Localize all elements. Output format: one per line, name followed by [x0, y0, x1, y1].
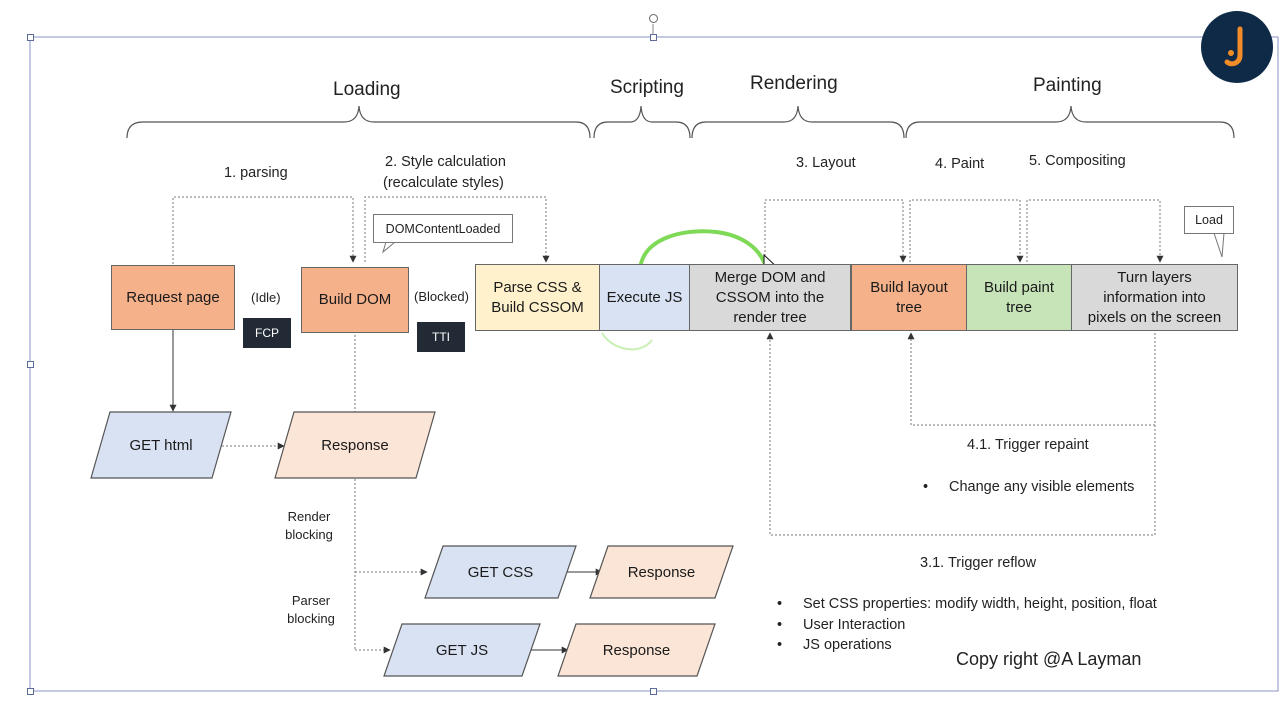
selection-handle-bl[interactable]	[27, 688, 34, 695]
repaint-loop	[907, 332, 1156, 426]
tti-tag: TTI	[417, 322, 465, 352]
parse-css-line-1: Parse CSS &	[493, 278, 582, 296]
turn-layers-box: Turn layers information into pixels on t…	[1071, 264, 1238, 331]
response-css-label: Response	[627, 563, 696, 581]
reflow-loop	[766, 332, 1156, 536]
repaint-bullets: Change any visible elements	[923, 477, 1134, 498]
build-paint-tree-box: Build paint tree	[966, 264, 1072, 331]
merge-line-1: Merge DOM and	[714, 268, 826, 286]
get-css-shape	[424, 545, 577, 599]
brace-scripting	[593, 105, 691, 139]
rotation-handle[interactable]	[649, 14, 658, 23]
get-html-shape	[90, 411, 232, 479]
fcp-tag: FCP	[243, 318, 291, 348]
load-tail	[1213, 232, 1225, 258]
parser-blocking-line-1: Parser	[291, 593, 331, 608]
get-css-label: GET CSS	[467, 563, 534, 581]
step-connectors	[172, 196, 1164, 654]
response-html-shape	[274, 411, 436, 479]
request-page-box: Request page	[111, 265, 235, 330]
reflow-bullet: JS operations	[777, 635, 1157, 656]
phase-loading: Loading	[333, 79, 401, 100]
merge-dom-box: Merge DOM and CSSOM into the render tree	[689, 264, 851, 331]
get-js-label: GET JS	[435, 641, 489, 659]
get-js-shape	[383, 623, 541, 677]
render-blocking-label: Render blocking	[278, 508, 340, 544]
load-callout: Load	[1184, 206, 1234, 234]
response-css-shape	[589, 545, 734, 599]
brace-loading	[126, 105, 591, 139]
phase-braces	[126, 105, 1235, 139]
layout-tree-line-1: Build layout	[870, 278, 948, 296]
build-layout-tree-box: Build layout tree	[851, 264, 967, 331]
render-blocking-line-2: blocking	[285, 527, 333, 542]
brand-logo-icon[interactable]	[1201, 11, 1273, 83]
parse-css-line-2: Build CSSOM	[491, 298, 584, 316]
paint-tree-line-2: tree	[1006, 298, 1032, 316]
step-style-calc-sub: (recalculate styles)	[383, 175, 504, 191]
response-js-label: Response	[602, 641, 671, 659]
paint-connector	[909, 199, 1024, 263]
step-parsing: 1. parsing	[224, 165, 288, 181]
dom-content-loaded-callout: DOMContentLoaded	[373, 214, 513, 243]
response-html-label: Response	[321, 436, 389, 454]
layout-tree-line-2: tree	[896, 298, 922, 316]
style-calc-connector	[364, 196, 550, 263]
reflow-bullet: Set CSS properties: modify width, height…	[777, 594, 1157, 615]
reflow-bullet: User Interaction	[777, 615, 1157, 636]
paint-tree-line-1: Build paint	[983, 278, 1055, 296]
turn-layers-line-3: pixels on the screen	[1087, 308, 1222, 326]
logo-mark	[1224, 26, 1243, 67]
get-html-label: GET html	[129, 436, 193, 454]
phase-scripting: Scripting	[610, 77, 684, 98]
highlight-annotation-faint	[601, 332, 653, 351]
step-compositing: 5. Compositing	[1029, 153, 1126, 169]
turn-layers-line-2: information into	[1103, 288, 1206, 306]
selection-handle-tc[interactable]	[650, 34, 657, 41]
brace-painting	[905, 105, 1235, 139]
compositing-connector	[1026, 199, 1164, 263]
execute-js-box: Execute JS	[599, 264, 690, 331]
trigger-repaint-title: 4.1. Trigger repaint	[967, 437, 1089, 453]
phase-rendering: Rendering	[750, 73, 838, 94]
solid-connectors	[169, 330, 603, 654]
trigger-reflow-title: 3.1. Trigger reflow	[920, 555, 1037, 571]
render-blocking-line-1: Render	[287, 509, 331, 524]
repaint-bullet: Change any visible elements	[923, 477, 1134, 498]
step-paint: 4. Paint	[935, 156, 985, 172]
parsing-connector	[172, 196, 357, 264]
blocked-status: (Blocked)	[414, 289, 469, 304]
phase-painting: Painting	[1033, 75, 1102, 96]
step-style-calc: 2. Style calculation	[385, 154, 506, 170]
selection-handle-bc[interactable]	[650, 688, 657, 695]
idle-status: (Idle)	[251, 290, 281, 305]
merge-line-3: render tree	[733, 308, 807, 326]
parser-blocking-label: Parser blocking	[280, 592, 342, 628]
copyright: Copy right @A Layman	[956, 649, 1142, 669]
selection-handle-ml[interactable]	[27, 361, 34, 368]
brace-rendering	[691, 105, 905, 139]
parser-blocking-line-2: blocking	[287, 611, 335, 626]
build-dom-box: Build DOM	[301, 267, 409, 333]
parse-css-box: Parse CSS & Build CSSOM	[475, 264, 600, 331]
dom-content-loaded-tail	[382, 241, 396, 254]
layout-connector	[764, 199, 907, 264]
merge-line-2: CSSOM into the	[715, 288, 825, 306]
turn-layers-line-1: Turn layers	[1117, 268, 1192, 286]
step-layout: 3. Layout	[796, 155, 856, 171]
response-js-shape	[557, 623, 716, 677]
reflow-bullets: Set CSS properties: modify width, height…	[777, 594, 1157, 656]
highlight-annotation	[638, 229, 766, 274]
selection-handle-tl[interactable]	[27, 34, 34, 41]
